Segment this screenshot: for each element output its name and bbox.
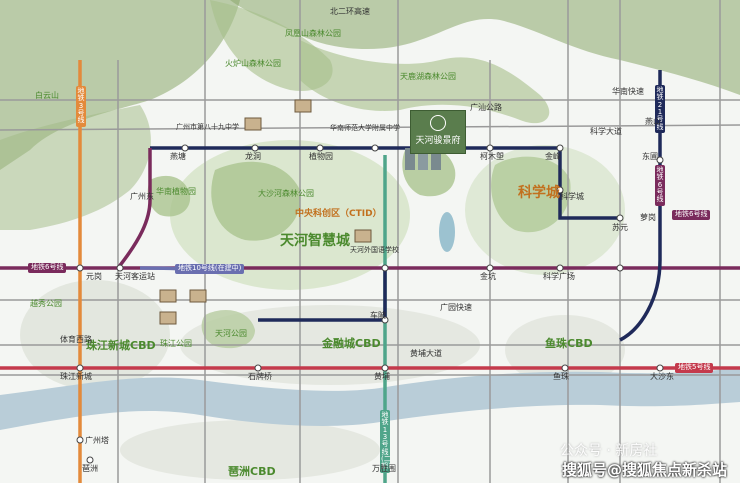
road-kexue-ave: 科学大道 xyxy=(590,127,622,136)
project-green xyxy=(402,145,456,197)
label-huolushan: 火炉山森林公园 xyxy=(225,59,281,68)
station-jiangxia: 植物园 xyxy=(309,152,333,161)
project-logo-icon xyxy=(430,115,446,131)
line21-east xyxy=(619,70,662,342)
station-tiyuxilu: 体育西路 xyxy=(60,335,92,344)
station-tianhe-keyuan: 天河客运站 xyxy=(115,272,155,281)
station-chebei: 车陂 xyxy=(370,311,386,320)
tag-line6-east: 地铁6号线 xyxy=(672,210,711,220)
label-zhujiang-park: 珠江公园 xyxy=(160,339,192,348)
label-botanic: 华南植物园 xyxy=(156,187,196,196)
tag-line6-west: 地铁6号线 xyxy=(28,263,67,273)
station-kexue: 科学城 xyxy=(560,192,584,201)
tag-line3: 地铁3号线 xyxy=(76,86,86,127)
label-finance-cbd: 金融城CBD xyxy=(322,337,381,350)
tag-line13: 地铁13号线(二期) xyxy=(380,410,391,473)
project-banner[interactable]: 天河骏景府 xyxy=(410,110,466,154)
label-smart-city: 天河智慧城 xyxy=(280,233,350,249)
station-luogang: 萝岗 xyxy=(640,213,656,222)
science-city-green xyxy=(491,156,571,233)
label-yuexiu: 越秀公园 xyxy=(30,299,62,308)
station-yuanxiqu: 元岗 xyxy=(86,272,102,281)
station-longdong: 龙洞 xyxy=(245,152,261,161)
zhujiang-halo xyxy=(20,280,170,390)
pazhou-halo xyxy=(120,420,380,480)
watermark-sohu: 搜狐号@搜狐焦点新杀站 xyxy=(562,461,728,479)
label-ctid: 中央科创区（CTID） xyxy=(295,209,382,219)
tag-line21: 地铁21号线 xyxy=(655,85,665,134)
tianlu-lake-forest xyxy=(300,40,550,124)
station-guangzhouta: 广州塔 xyxy=(85,436,109,445)
label-tianlu-lake: 天鹿湖森林公园 xyxy=(400,72,456,81)
line6-west xyxy=(116,148,152,270)
label-zhujiang-cbd: 珠江新城CBD xyxy=(86,339,156,352)
station-yantang: 燕塘 xyxy=(170,152,186,161)
datansha-forest xyxy=(211,161,301,241)
station-jinfeng: 金峰 xyxy=(545,152,561,161)
station-wancheng: 万胜围 xyxy=(372,464,396,473)
road-huangpu-ave: 黄埔大道 xyxy=(410,349,442,358)
tianhe-park xyxy=(201,310,255,349)
tag-line5: 地铁5号线 xyxy=(675,363,714,373)
label-datansha: 大沙河森林公园 xyxy=(258,189,314,198)
baiyunshan-area xyxy=(0,105,151,230)
road-beierhuan: 北二环高速 xyxy=(330,7,370,16)
label-fenghuangshan: 凤凰山森林公园 xyxy=(285,29,341,38)
school-3: 天河外国语学校 xyxy=(350,246,399,254)
station-zhujiang: 珠江新城 xyxy=(60,372,92,381)
pearl-river xyxy=(0,368,740,430)
school-2: 华南师范大学附属中学 xyxy=(330,124,400,132)
label-science-city: 科学城 xyxy=(518,185,560,201)
station-yuzhu: 鱼珠 xyxy=(553,372,569,381)
line21-path xyxy=(150,146,620,220)
station-dashadong: 大沙东 xyxy=(650,372,674,381)
station-yushan: 燕山 xyxy=(645,117,661,126)
road-huanan: 华南快速 xyxy=(612,87,644,96)
tag-line6-north: 地铁6号线 xyxy=(655,165,665,206)
watermark-wechat: 公众号 · 新房社 xyxy=(560,443,658,459)
label-baiyunshan: 白云山 xyxy=(35,91,59,100)
station-dongpu: 东圃 xyxy=(642,152,658,161)
stations xyxy=(76,121,664,464)
station-kexue-square: 科学广场 xyxy=(543,272,575,281)
hills-north xyxy=(230,0,740,95)
label-pazhou-cbd: 琶洲CBD xyxy=(228,465,276,478)
lake xyxy=(439,212,455,252)
botanic-garden xyxy=(147,175,191,217)
road-guangshan: 广汕公路 xyxy=(470,103,502,112)
fenghuangshan-forest xyxy=(210,0,333,91)
station-pazhou: 琶洲 xyxy=(82,464,98,473)
landmark-building-icons xyxy=(159,99,441,325)
tag-line10: 地铁10号线(在建中) xyxy=(175,264,245,274)
road-guangyuan: 广园快速 xyxy=(440,303,472,312)
station-huangpu: 黄埔 xyxy=(374,372,390,381)
label-yuzhu-cbd: 鱼珠CBD xyxy=(545,337,593,350)
station-shipai: 石牌桥 xyxy=(248,372,272,381)
station-ganding: 柯木塱 xyxy=(480,152,504,161)
station-suyuan: 苏元 xyxy=(612,223,628,232)
label-tianhe-park: 天河公园 xyxy=(215,329,247,338)
station-jinfengnan: 金坑 xyxy=(480,272,496,281)
station-guangzhoudong: 广州东 xyxy=(130,192,154,201)
project-name: 天河骏景府 xyxy=(415,136,461,146)
school-1: 广州市第八十九中学 xyxy=(176,123,239,131)
